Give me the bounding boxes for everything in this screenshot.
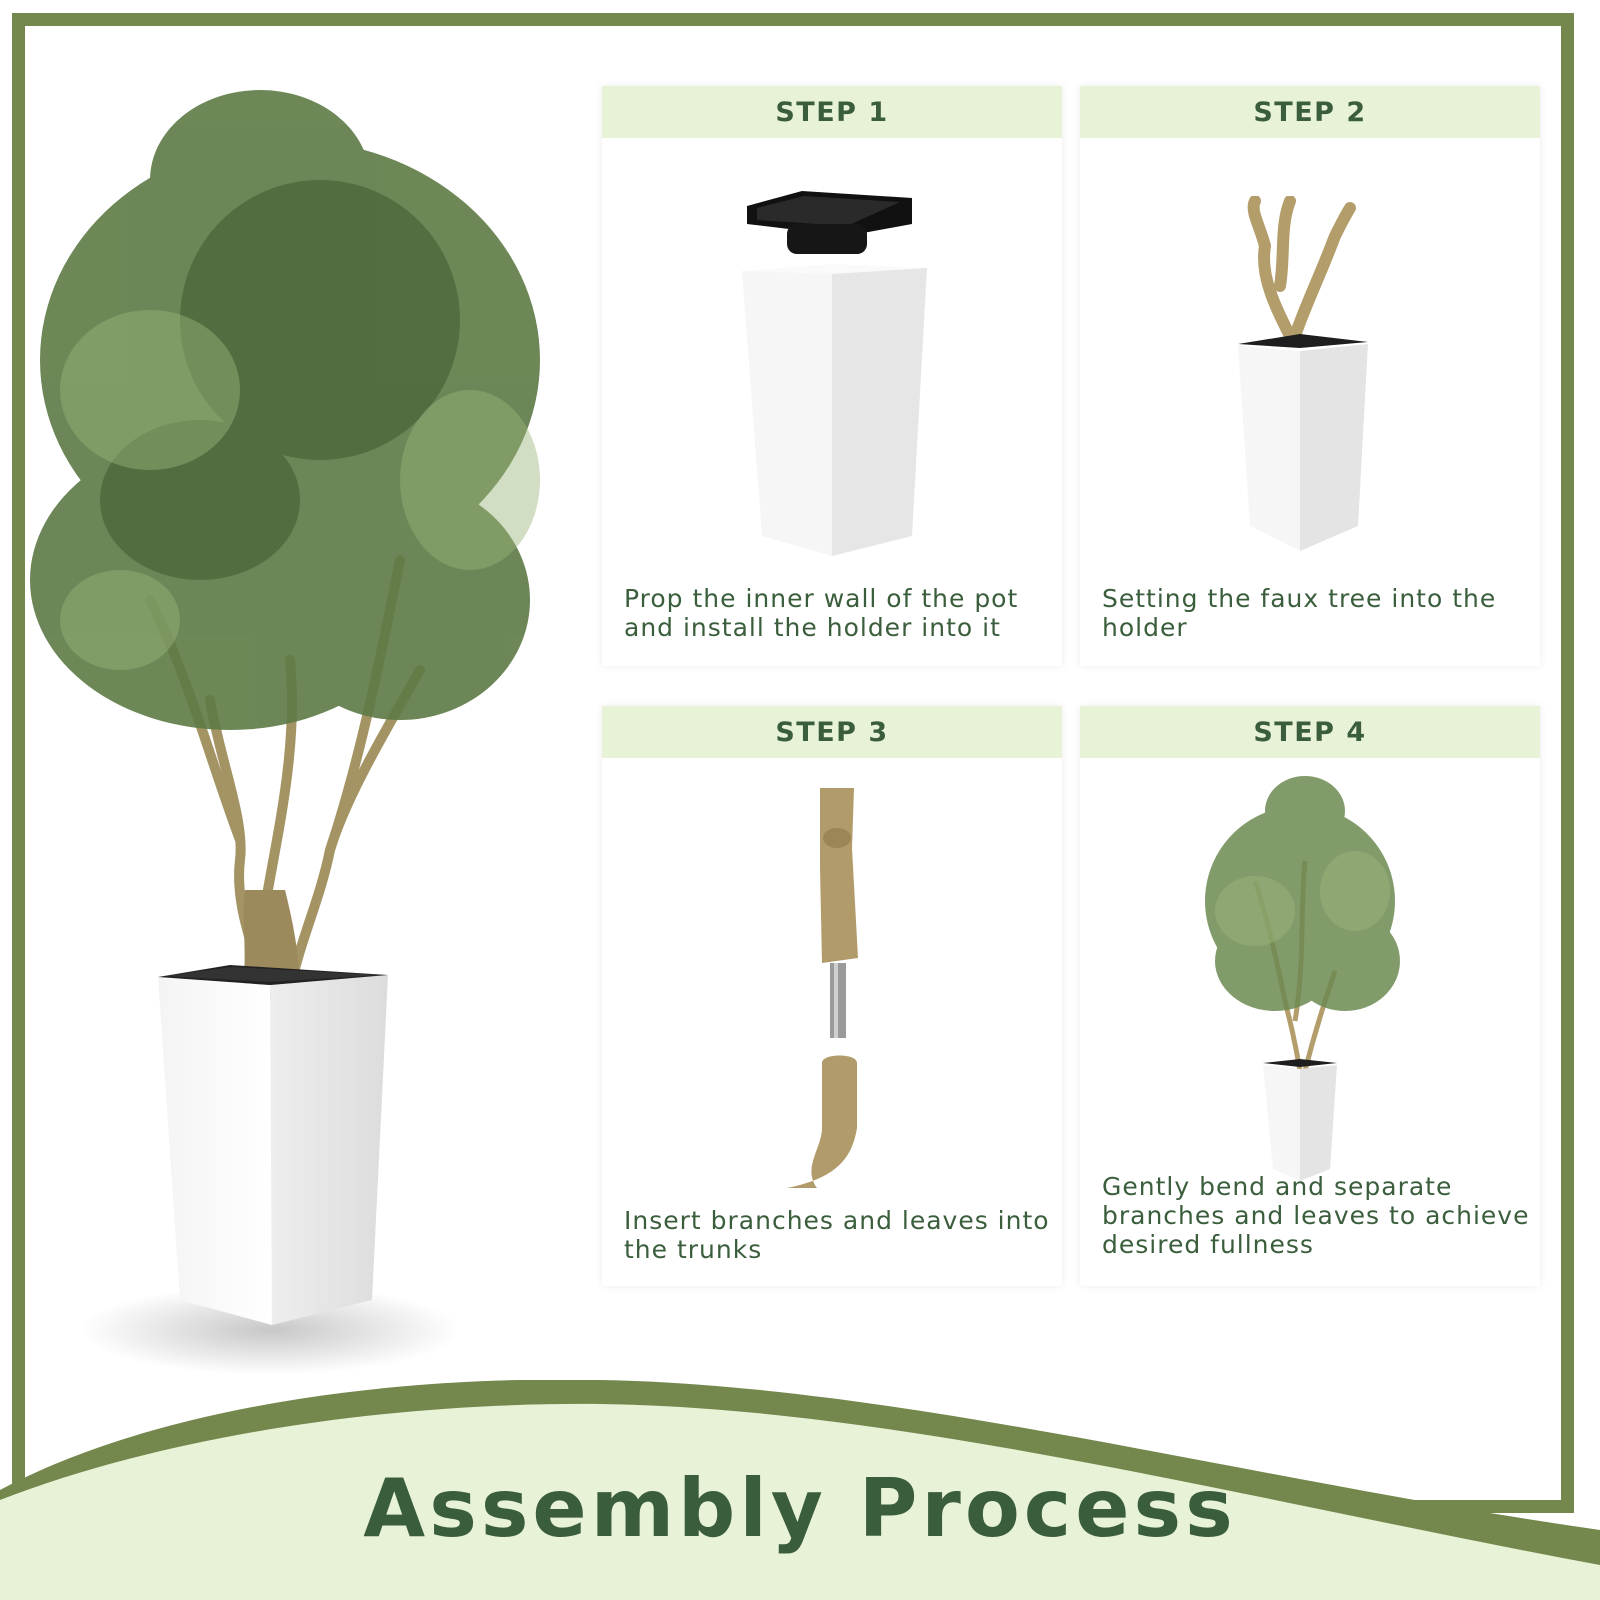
step-card-4: STEP 4 Gently bend and separate branches… — [1080, 706, 1540, 1286]
step-3-header: STEP 3 — [602, 706, 1062, 758]
assembly-process-title: Assembly Process — [363, 1462, 1237, 1555]
step-4-header: STEP 4 — [1080, 706, 1540, 758]
finished-tree-image — [1205, 776, 1400, 1181]
step-1-description: Prop the inner wall of the pot and insta… — [624, 584, 1019, 642]
bottom-curved-banner — [0, 1380, 1600, 1600]
step-3-description: Insert branches and leaves into the trun… — [624, 1206, 1050, 1264]
step-2-header: STEP 2 — [1080, 86, 1540, 138]
step-card-2: STEP 2 Setting the faux tree into the ho… — [1080, 86, 1540, 666]
step-4-description: Gently bend and separate branches and le… — [1102, 1172, 1530, 1259]
trunk-in-pot-image — [1238, 196, 1368, 551]
step-1-header: STEP 1 — [602, 86, 1062, 138]
step-card-3: STEP 3 Insert branches and leaves into t… — [602, 706, 1062, 1286]
step-2-description: Setting the faux tree into the holder — [1102, 584, 1497, 642]
olive-tree-hero-image — [30, 90, 540, 1375]
pot-and-holder-image — [742, 191, 927, 556]
step-card-1: STEP 1 Prop the inner wall of the pot an… — [602, 86, 1062, 666]
branch-insert-image — [787, 788, 858, 1188]
